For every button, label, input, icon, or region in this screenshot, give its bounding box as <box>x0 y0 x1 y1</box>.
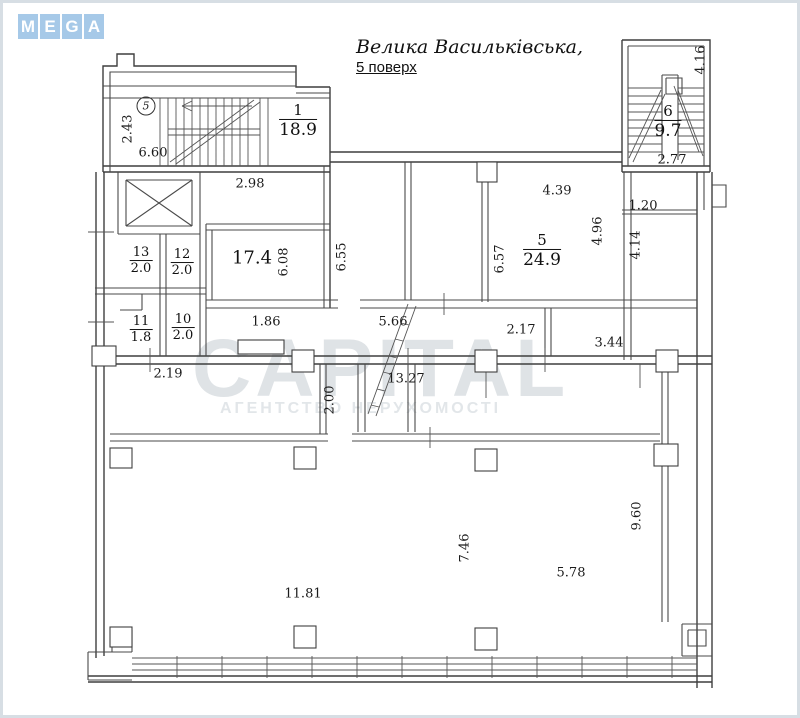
room-label-5: 5 24.9 <box>523 232 561 270</box>
dim-7-46: 7.46 <box>457 533 473 563</box>
dim-9-60: 9.60 <box>629 501 645 531</box>
room-number: 13 <box>129 246 153 261</box>
dim-4-14: 4.14 <box>628 230 644 260</box>
room-area: 18.9 <box>279 119 317 140</box>
room-label-12: 12 2.0 <box>170 248 194 278</box>
room-label-6: 6 9.7 <box>654 103 682 141</box>
dim-2-00: 2.00 <box>322 385 338 415</box>
room-number: 5 <box>523 232 561 250</box>
plan-title-floor: 5 поверх <box>356 59 417 76</box>
dim-2-98: 2.98 <box>235 176 265 192</box>
stairs-top-left <box>159 98 269 166</box>
logo-tile-m: M <box>18 14 38 39</box>
room-label-1: 1 18.9 <box>279 102 317 140</box>
dim-2-19: 2.19 <box>153 366 183 382</box>
dim-5-66: 5.66 <box>378 314 408 330</box>
dim-6-08: 6.08 <box>276 247 292 277</box>
walls-outer <box>88 39 713 688</box>
dimension-ticks <box>88 231 641 448</box>
room-area: 1.8 <box>130 329 152 345</box>
room-label-13: 13 2.0 <box>129 246 153 276</box>
dim-11-81: 11.81 <box>284 586 322 602</box>
dim-2-43: 2.43 <box>120 114 136 144</box>
logo-tile-e: E <box>40 14 60 39</box>
room-number: 1 <box>279 102 317 120</box>
dim-3-44: 3.44 <box>594 335 624 351</box>
room-label-11: 11 1.8 <box>129 315 153 345</box>
dim-4-96: 4.96 <box>590 216 606 246</box>
dim-6-55: 6.55 <box>334 242 350 272</box>
room-number: 10 <box>171 313 195 328</box>
window-band <box>132 656 697 678</box>
dim-2-77: 2.77 <box>657 152 687 168</box>
columns <box>91 161 679 651</box>
room-area-17-4: 17.4 <box>231 247 273 269</box>
stair-mark-circle: 5 <box>136 96 156 116</box>
room-number: 6 <box>654 103 682 121</box>
dim-6-57: 6.57 <box>492 244 508 274</box>
room-area: 2.0 <box>171 262 193 278</box>
dim-5-78: 5.78 <box>556 565 586 581</box>
dim-6-60: 6.60 <box>138 145 168 161</box>
mega-logo: M E G A <box>18 14 104 39</box>
room-area: 2.0 <box>130 260 152 276</box>
room-area: 9.7 <box>654 120 682 141</box>
stairs-top-right <box>628 85 704 163</box>
dim-13-27: 13.27 <box>387 371 425 387</box>
logo-tile-a: A <box>84 14 104 39</box>
watermark-subtitle: АГЕНТСТВО НЕРУХОМОСТІ <box>220 400 502 417</box>
ladder-stair <box>367 303 417 417</box>
room-area: 24.9 <box>523 249 561 270</box>
room-label-10: 10 2.0 <box>171 313 195 343</box>
room-number: 12 <box>170 248 194 263</box>
dim-2-17: 2.17 <box>506 322 536 338</box>
dim-4-16: 4.16 <box>693 45 709 75</box>
plan-title-street: Велика Васильківська, <box>356 36 584 58</box>
dim-1-20: 1.20 <box>628 198 658 214</box>
watermark-capital: CAPITAL <box>192 323 570 414</box>
logo-tile-g: G <box>62 14 82 39</box>
room-area: 2.0 <box>172 327 194 343</box>
room-number: 11 <box>129 315 153 330</box>
dim-1-86: 1.86 <box>251 314 281 330</box>
elevator-shaft <box>125 179 193 227</box>
walls-inner <box>87 45 727 681</box>
dim-4-39: 4.39 <box>542 183 572 199</box>
